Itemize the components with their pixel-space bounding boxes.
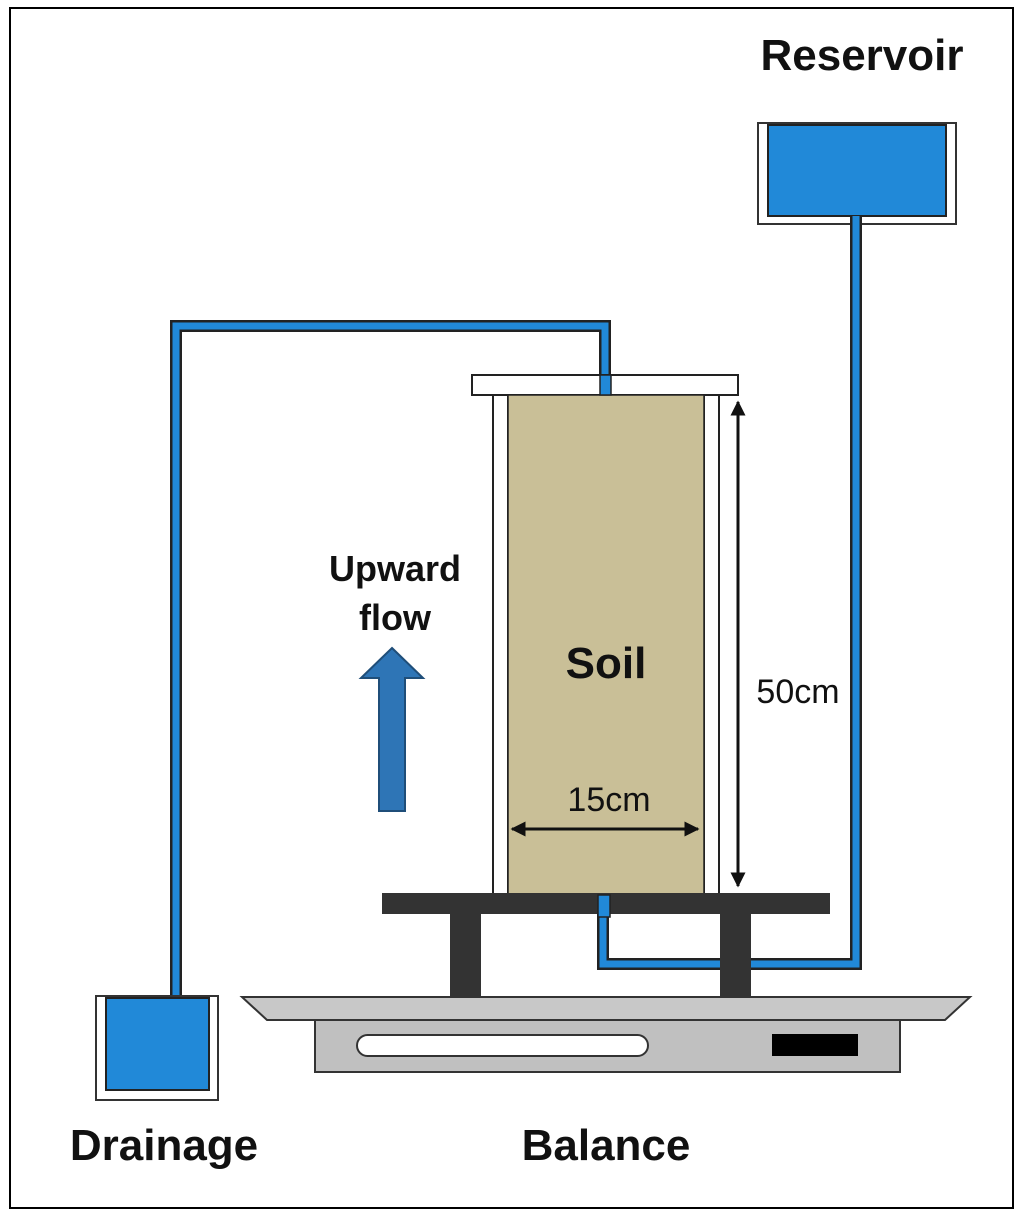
balance-label: Balance — [522, 1121, 691, 1170]
upward-flow-label-line2: flow — [359, 597, 432, 638]
drainage-water — [105, 997, 210, 1091]
reservoir-label: Reservoir — [760, 31, 963, 80]
balance — [239, 996, 973, 1073]
soil-fill — [507, 394, 705, 896]
reservoir — [757, 122, 957, 225]
upward-arrow-icon — [358, 646, 426, 812]
width-dimension-label: 15cm — [567, 781, 650, 819]
column-inlet — [597, 894, 611, 918]
reservoir-water — [767, 124, 947, 217]
drainage-label: Drainage — [70, 1121, 258, 1170]
drainage-tube-water — [172, 322, 609, 998]
balance-pan — [239, 996, 973, 1021]
drainage — [95, 995, 219, 1101]
stand-leg-left — [450, 912, 481, 1000]
height-dimension-label: 50cm — [756, 673, 839, 711]
upward-flow-label-line1: Upward — [329, 548, 461, 589]
column-wall-right — [703, 394, 720, 896]
balance-slot — [356, 1034, 649, 1057]
column-wall-left — [492, 394, 509, 896]
column-outlet — [599, 374, 612, 396]
soil-label: Soil — [566, 639, 647, 688]
balance-display — [772, 1034, 858, 1056]
stand — [382, 893, 830, 1000]
stand-leg-right — [720, 912, 751, 1000]
